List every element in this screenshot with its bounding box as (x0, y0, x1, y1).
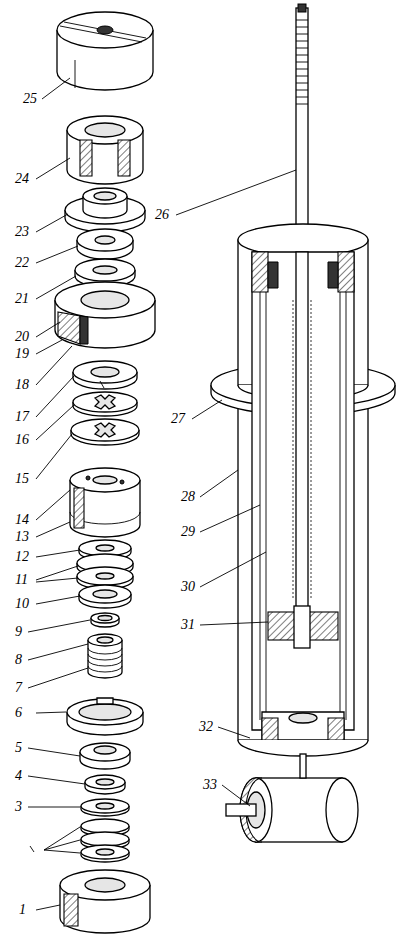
callout-number: 5 (14, 741, 23, 755)
callout-number: 19 (14, 347, 30, 361)
callout-number: 4 (14, 769, 23, 783)
spring-ring (85, 775, 125, 794)
callout-number: 32 (198, 720, 214, 734)
callout-number: 24 (14, 172, 30, 186)
shock-absorber (211, 4, 395, 842)
split-ring (73, 361, 137, 389)
callout-number: 22 (14, 256, 30, 270)
valve-disks (81, 819, 129, 862)
seal-holder (55, 282, 155, 348)
callout-number: 30 (180, 580, 196, 594)
callout-number: 10 (14, 597, 30, 611)
valve-body (60, 870, 150, 933)
callout-number: 16 (14, 433, 30, 447)
leader-lines (28, 78, 296, 910)
callout-number: 33 (202, 778, 218, 792)
retainer-ring (67, 698, 143, 735)
callout-number: 15 (14, 472, 30, 486)
washer (77, 229, 133, 259)
bushing (65, 188, 145, 232)
ring (91, 613, 119, 627)
callout-number: 31 (180, 618, 196, 632)
spring-washer (79, 585, 131, 608)
callout-number: 18 (14, 378, 30, 392)
callout-number: 14 (14, 513, 30, 527)
callout-number: 26 (154, 208, 170, 222)
callout-number: 20 (14, 330, 30, 344)
callout-number: 3 (14, 800, 23, 814)
callout-number: 6 (14, 706, 23, 720)
valve-cup (80, 743, 130, 769)
callout-number: 23 (14, 225, 30, 239)
callout-number: 28 (180, 490, 196, 504)
callout-number: 8 (14, 653, 23, 667)
washer (81, 799, 129, 816)
valve-disk (73, 392, 137, 416)
callout-number: 11 (14, 573, 29, 587)
callout-number: 29 (180, 525, 196, 539)
cushion (67, 116, 143, 184)
callout-number: 21 (14, 292, 30, 306)
piston (70, 468, 140, 537)
callout-number: 7 (14, 681, 23, 695)
callout-number: 9 (14, 625, 23, 639)
valve-disk (71, 419, 139, 445)
top-cushion (57, 12, 153, 90)
callout-number: 12 (14, 550, 30, 564)
callout-number: 25 (22, 92, 38, 106)
callout-number: 13 (14, 530, 30, 544)
callout-number: 17 (14, 410, 30, 424)
callout-number: 1 (18, 903, 27, 917)
callout-number: 27 (170, 412, 186, 426)
piston-nut (88, 634, 122, 678)
valve-plates (77, 554, 133, 589)
